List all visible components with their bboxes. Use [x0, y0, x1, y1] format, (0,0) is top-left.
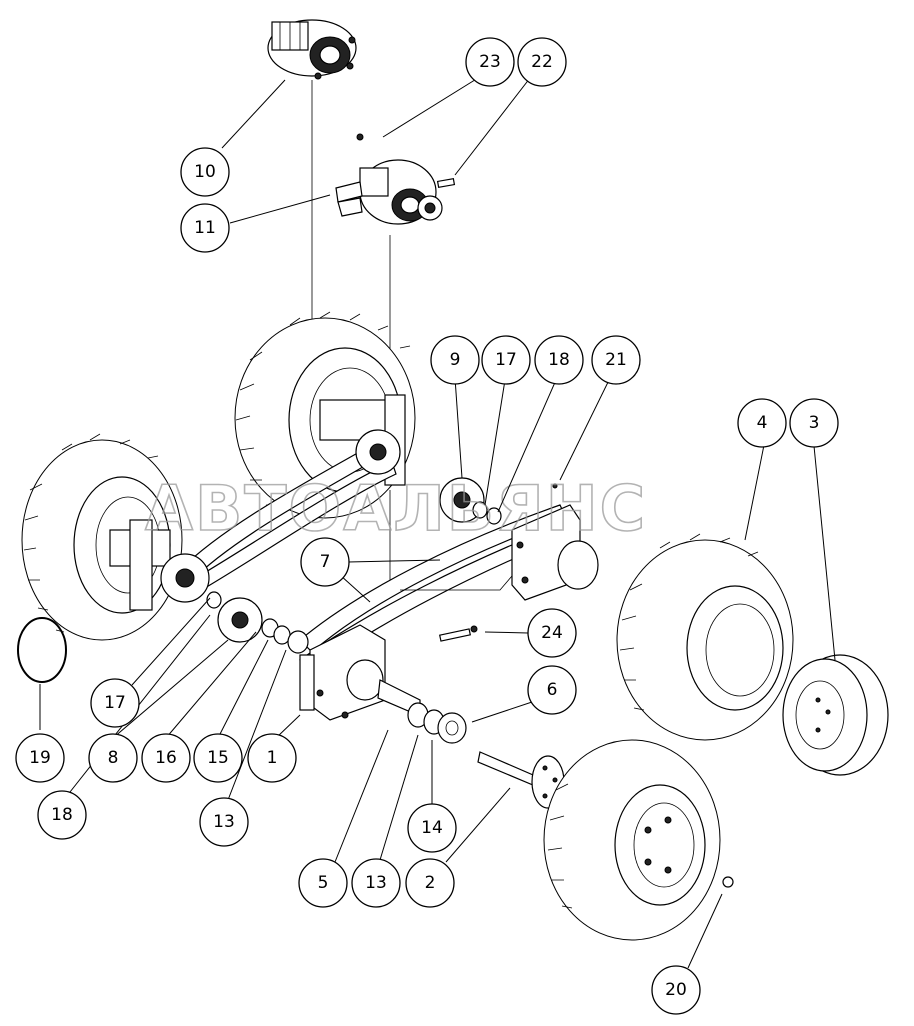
callout-24: 24: [527, 608, 577, 658]
callout-3: 3: [789, 398, 839, 448]
svg-text:6: 6: [547, 680, 558, 700]
nut-23-drawing: [356, 133, 364, 141]
svg-text:11: 11: [194, 218, 216, 238]
callout-21: 21: [591, 335, 641, 385]
callout-4: 4: [737, 398, 787, 448]
svg-text:9: 9: [450, 350, 461, 370]
bracket-21-drawing: [511, 483, 599, 601]
svg-text:5: 5: [318, 873, 329, 893]
svg-text:20: 20: [665, 980, 687, 1000]
wheel-front-right-drawing: [543, 739, 721, 941]
callout-11: 11: [180, 203, 230, 253]
svg-text:19: 19: [29, 748, 51, 768]
watermark: АВТОАЛЬЯНС: [145, 472, 647, 545]
bolt-24-drawing: [438, 625, 478, 642]
nut-6-drawing: [437, 712, 467, 744]
motor-10-drawing: [267, 19, 357, 80]
motor-11-drawing: [335, 159, 443, 225]
leader-lines: [39, 77, 836, 969]
sprocket-8-drawing: [217, 597, 263, 643]
wheel-nut-20-drawing: [722, 876, 734, 888]
callout-5: 5: [298, 858, 348, 908]
svg-text:16: 16: [155, 748, 177, 768]
callout-17-left: 17: [90, 678, 140, 728]
callout-15: 15: [193, 733, 243, 783]
svg-text:18: 18: [548, 350, 570, 370]
callout-18-top: 18: [534, 335, 584, 385]
callout-19: 19: [15, 733, 65, 783]
callout-2: 2: [405, 858, 455, 908]
svg-text:17: 17: [495, 350, 517, 370]
rear-sprocket-drawing: [355, 429, 401, 475]
axle-housing-1-drawing: [299, 624, 386, 721]
drive-chains-drawing: [174, 439, 573, 673]
drive-sprocket-drawing: [160, 553, 210, 603]
svg-text:21: 21: [605, 350, 627, 370]
callout-20: 20: [651, 965, 701, 1015]
wheel-front-left-drawing: [21, 433, 183, 641]
svg-text:1: 1: [267, 748, 278, 768]
svg-text:7: 7: [320, 552, 331, 572]
callout-7: 7: [300, 537, 350, 587]
oring-19-drawing: [17, 617, 67, 683]
svg-text:2: 2: [425, 873, 436, 893]
callout-9: 9: [430, 335, 480, 385]
callout-16: 16: [141, 733, 191, 783]
bearings-right-drawing: [472, 501, 502, 525]
bolt-22-drawing: [436, 177, 456, 189]
callout-18-bottom: 18: [37, 790, 87, 840]
svg-text:13: 13: [213, 812, 235, 832]
bearings-left-drawing: [206, 591, 309, 654]
svg-text:18: 18: [51, 805, 73, 825]
svg-text:23: 23: [479, 52, 501, 72]
callout-13-left: 13: [199, 797, 249, 847]
callout-10: 10: [180, 147, 230, 197]
svg-text:4: 4: [757, 413, 768, 433]
callout-22: 22: [517, 37, 567, 87]
svg-text:17: 17: [104, 693, 126, 713]
svg-text:22: 22: [531, 52, 553, 72]
callout-13-center: 13: [351, 858, 401, 908]
rim-3-drawing: [782, 654, 889, 776]
callout-14: 14: [407, 803, 457, 853]
callout-8: 8: [88, 733, 138, 783]
svg-text:14: 14: [421, 818, 443, 838]
svg-text:8: 8: [108, 748, 119, 768]
svg-text:15: 15: [207, 748, 229, 768]
callout-17-top: 17: [481, 335, 531, 385]
callout-1: 1: [247, 733, 297, 783]
svg-text:24: 24: [541, 623, 563, 643]
svg-text:10: 10: [194, 162, 216, 182]
svg-text:3: 3: [809, 413, 820, 433]
svg-text:13: 13: [365, 873, 387, 893]
shaft-2-drawing: [477, 751, 565, 809]
callout-23: 23: [465, 37, 515, 87]
callout-6: 6: [527, 665, 577, 715]
tyre-4-drawing: [616, 533, 794, 741]
